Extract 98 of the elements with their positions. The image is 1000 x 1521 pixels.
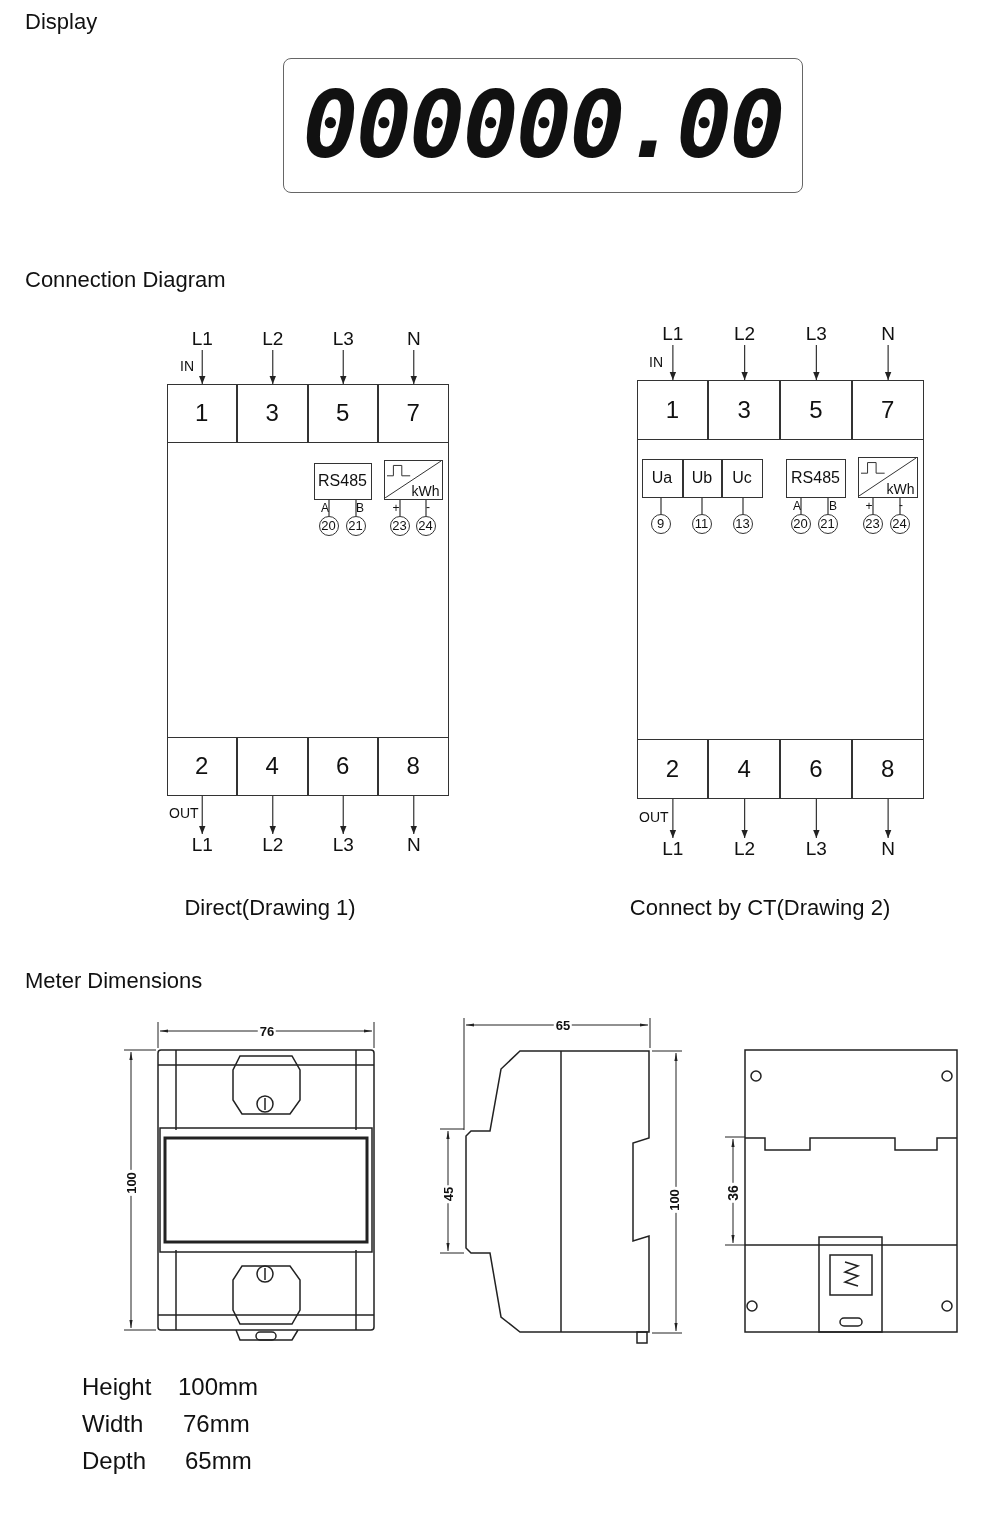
pin-label: B [356,502,364,514]
pin-label: + [865,500,873,512]
wire-label: L3 [801,838,832,860]
terminal-block: 7 [851,379,924,440]
spec-value: 76mm [183,1412,250,1436]
pin-label: B [829,500,837,512]
pin-label: - [899,499,903,511]
connector-line [399,499,401,517]
terminal-block: 2 [636,738,709,799]
wire-label: L2 [257,328,288,350]
terminal-block: 5 [307,383,378,443]
terminal-caption: IN [180,359,194,373]
module-block: Ua [641,458,683,498]
terminal-caption: OUT [639,810,669,824]
arrow [410,795,418,835]
arrow [339,795,347,835]
connector-line [899,497,901,515]
module-block: Uc [721,458,763,498]
wire-label: L3 [801,323,832,345]
wire-label: N [398,328,429,350]
module-block: RS485 [785,458,846,498]
arrow [269,349,277,385]
wire-label: N [873,838,904,860]
arrow [884,798,892,839]
wire-label: L1 [187,834,218,856]
section-heading: Display [25,11,98,33]
dimension-value: 76 [257,1024,277,1038]
dimension-value: 65 [553,1018,573,1032]
connector-line [827,497,829,515]
terminal-caption: IN [649,355,663,369]
arrow [813,798,820,839]
connector-line [742,497,744,515]
terminal-block: 3 [237,383,308,443]
module-block: RS485 [313,462,372,500]
wire-label: L2 [257,834,288,856]
arrow [410,349,418,385]
pin-label: - [426,501,430,513]
arrow [813,344,820,381]
terminal-block: 7 [378,383,449,443]
terminal-block: 8 [851,738,924,799]
terminal-block: 6 [780,738,852,799]
drawing-caption: Connect by CT(Drawing 2) [629,897,891,919]
wire-label: L3 [328,834,359,856]
section-heading: Meter Dimensions [25,970,203,992]
unit-label: kWh [886,481,915,496]
spec-name: Width [82,1412,144,1436]
arrow [198,795,206,835]
wire-label: L3 [328,328,359,350]
module-block: Ub [682,458,722,498]
terminal-caption: OUT [169,806,199,820]
terminal-block: 8 [378,736,449,796]
arrow [339,349,347,385]
spec-name: Depth [82,1449,147,1473]
arrow [741,344,748,381]
connector-line [701,497,703,515]
spec-value: 65mm [185,1449,252,1473]
wire-label: L2 [729,838,760,860]
wire-label: N [398,834,429,856]
connector-line [355,499,357,517]
unit-label: kWh [411,483,440,498]
connector-line [800,497,802,515]
meter-body [637,380,924,799]
arrow [884,344,892,381]
connector-line [328,499,330,517]
dimension-value: 45 [441,1184,455,1204]
terminal-block: 6 [307,736,378,796]
connector-line [872,497,874,515]
spec-name: Height [82,1375,152,1399]
pin-label: A [793,500,801,512]
arrow [669,798,677,839]
pin-label: + [392,502,400,514]
arrow [198,349,206,385]
wire-label: L2 [729,323,760,345]
spec-value: 100mm [178,1375,259,1399]
dimension-value: 100 [124,1170,138,1196]
terminal-block: 1 [636,379,709,440]
wire-label: N [873,323,904,345]
connector-line [660,497,662,515]
terminal-block: 5 [780,379,852,440]
arrow [741,798,748,839]
drawing-caption: Direct(Drawing 1) [184,897,356,919]
digital-display: 000000.00 [283,58,803,193]
dimension-value: 36 [726,1183,740,1203]
terminal-block: 3 [708,379,780,440]
terminal-block: 1 [166,383,237,443]
section-heading: Connection Diagram [25,269,226,291]
terminal-block: 4 [708,738,780,799]
terminal-block: 2 [166,736,237,796]
connector-line [425,499,427,517]
wire-label: L1 [657,838,688,860]
dimension-value: 100 [667,1187,681,1213]
wire-label: L1 [187,328,218,350]
arrow [669,344,677,381]
pin-label: A [321,502,329,514]
wire-label: L1 [657,323,688,345]
arrow [269,795,277,835]
meter-body [167,384,449,796]
terminal-block: 4 [237,736,308,796]
